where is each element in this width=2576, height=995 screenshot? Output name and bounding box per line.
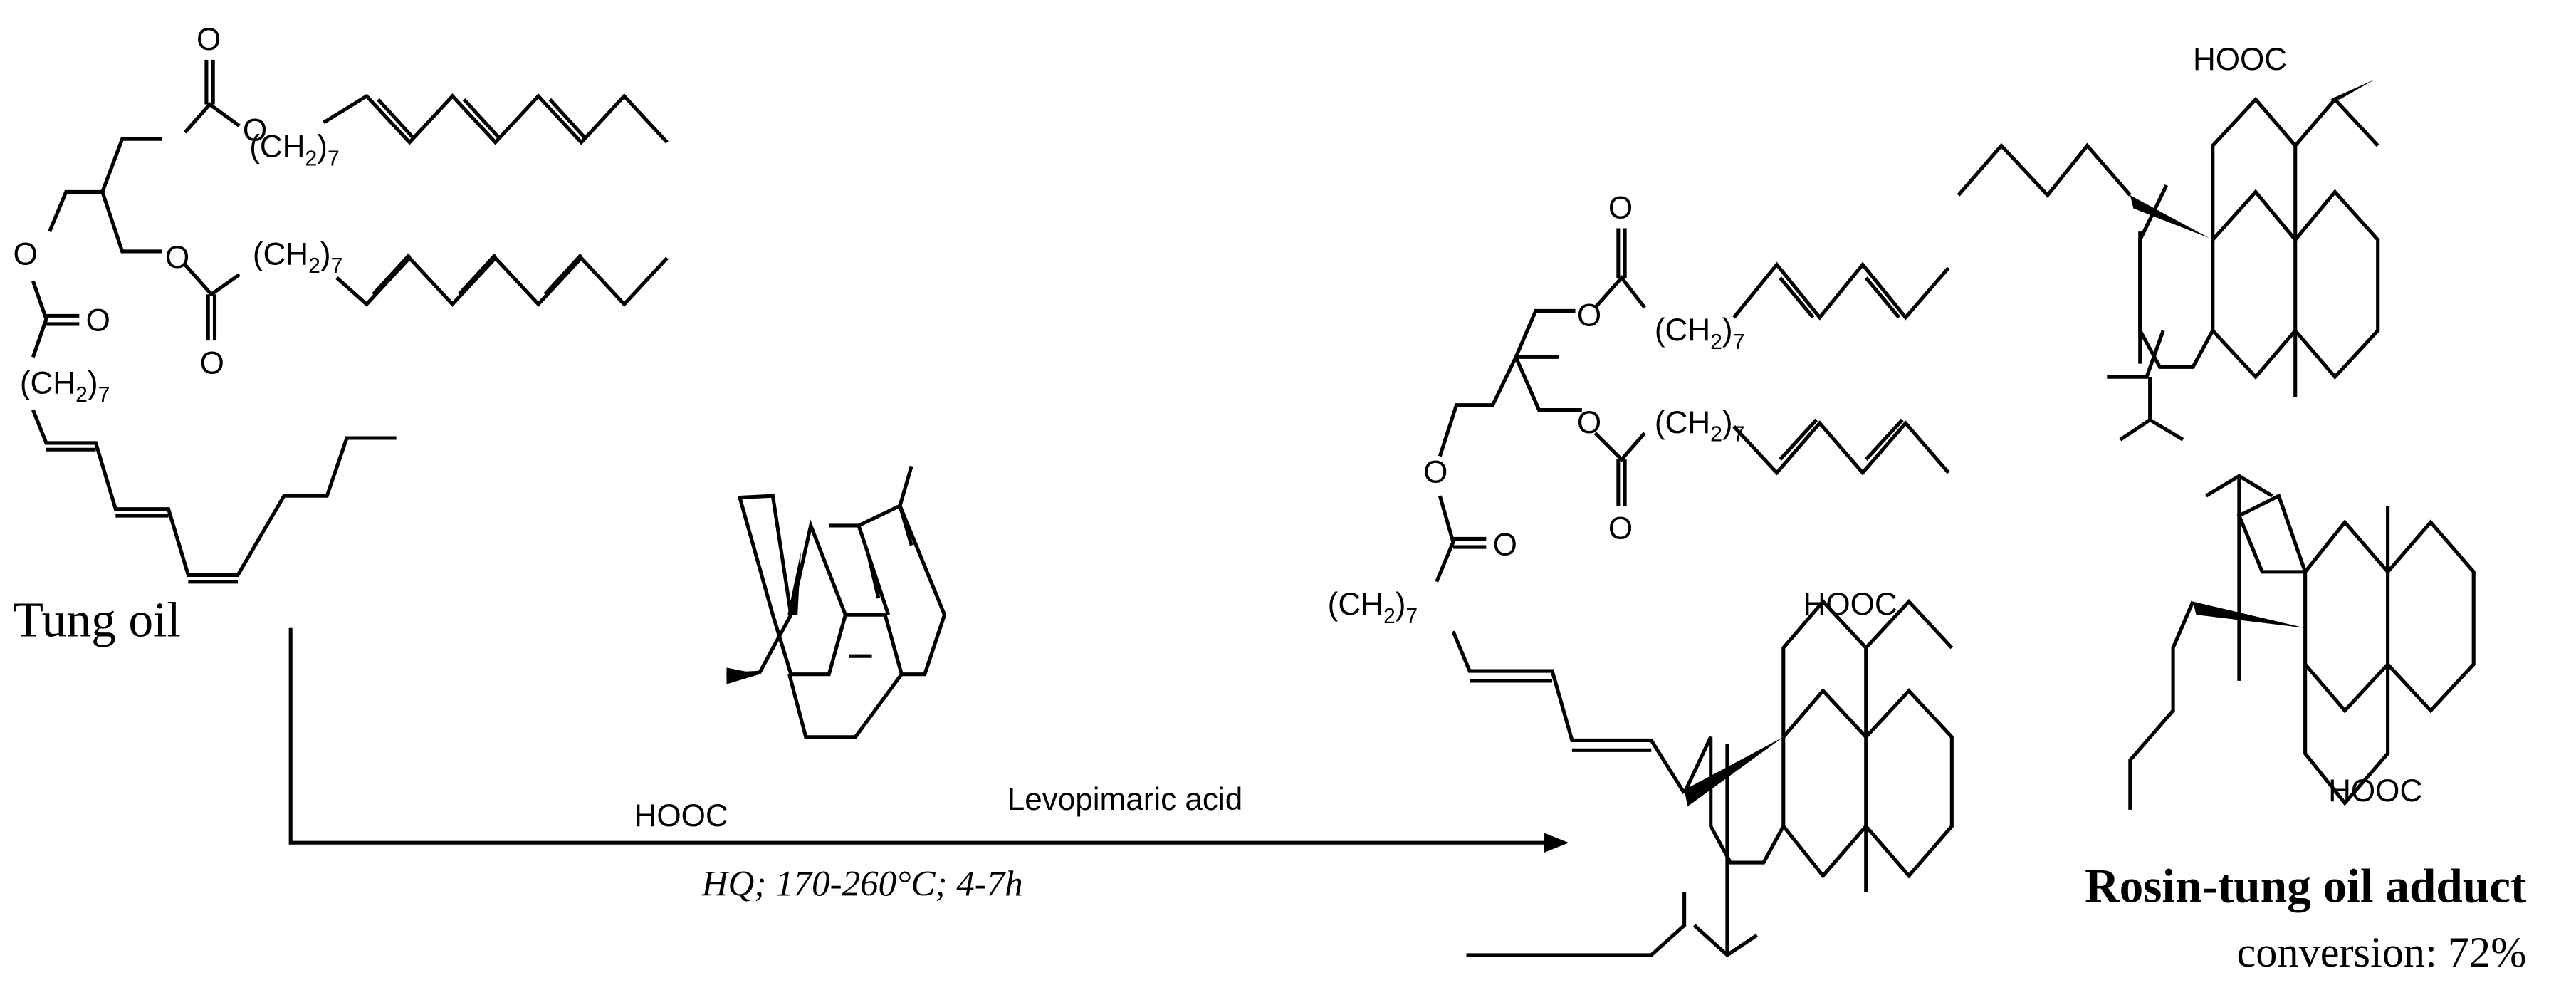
conversion-label: conversion: 72% <box>2237 929 2527 976</box>
oxygen-label: O <box>86 303 110 338</box>
hooc-label: HOOC <box>1803 587 1897 622</box>
oxygen-label: O <box>14 236 38 271</box>
chain-label-5: (CH2)7 <box>1655 405 1745 447</box>
reaction-arrow <box>288 627 1569 853</box>
oxygen-label: O <box>197 22 221 57</box>
oxygen-label: O <box>1608 191 1633 226</box>
chain-label-1: (CH2)7 <box>249 130 340 171</box>
chain-label-6: (CH2)7 <box>1328 587 1418 628</box>
tung-oil-label: Tung oil <box>14 593 181 647</box>
oxygen-label: O <box>1608 511 1633 546</box>
chain-label-2: (CH2)7 <box>253 236 343 278</box>
product-structure: O O (CH2)7 O O (CH2)7 O O (CH2)7 <box>1328 42 2476 958</box>
product-name: Rosin-tung oil adduct <box>2085 860 2527 913</box>
oxygen-label: O <box>1493 528 1517 563</box>
hooc-label: HOOC <box>634 798 728 833</box>
oxygen-label: O <box>243 113 267 148</box>
oxygen-label: O <box>165 240 189 275</box>
hooc-label: HOOC <box>2328 773 2422 808</box>
reaction-conditions: HQ; 170-260°C; 4-7h <box>701 864 1023 904</box>
levopimaric-acid-label: Levopimaric acid <box>1007 782 1243 817</box>
levopimaric-acid-structure: HOOC Levopimaric acid <box>634 465 1243 833</box>
oxygen-label: O <box>200 346 224 381</box>
chain-label-4: (CH2)7 <box>1655 313 1745 354</box>
chain-label-3: (CH2)7 <box>20 365 110 407</box>
oxygen-label: O <box>1423 455 1447 490</box>
tung-oil-structure: O O (CH2)7 O O (CH2)7 O O (CH2)7 Tung oi… <box>14 22 669 647</box>
hooc-label: HOOC <box>2193 42 2287 77</box>
